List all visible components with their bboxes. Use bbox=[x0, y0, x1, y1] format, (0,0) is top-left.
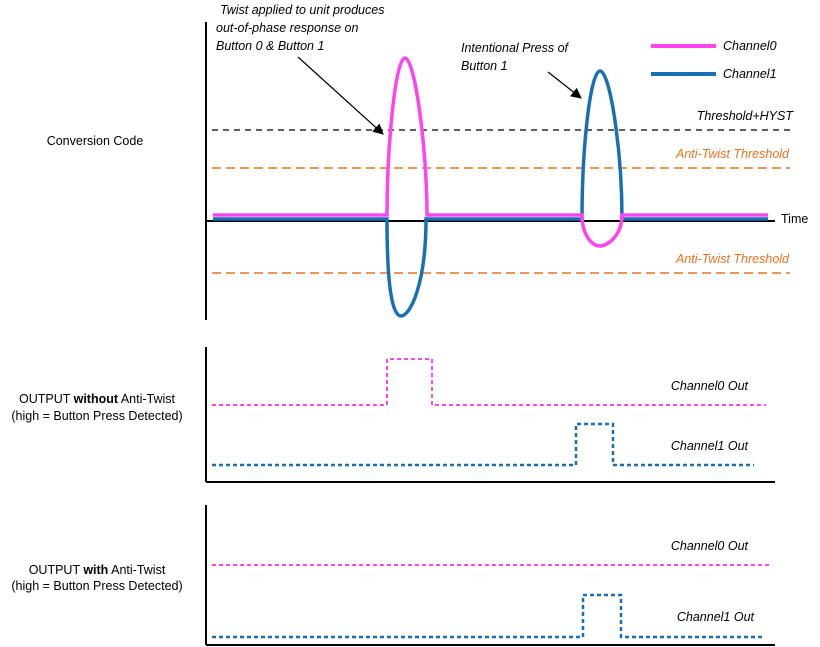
threshold-hyst-label: Threshold+HYST bbox=[697, 109, 795, 123]
press-annotation-line1: Intentional Press of bbox=[461, 41, 570, 55]
bottom-panel-label-line2: (high = Button Press Detected) bbox=[11, 579, 182, 593]
press-annotation-arrow bbox=[547, 71, 582, 99]
bottom-channel0-out-label: Channel0 Out bbox=[671, 539, 749, 553]
top-y-label: Conversion Code bbox=[47, 134, 144, 148]
middle-channel0-out-trace bbox=[212, 358, 766, 406]
channel0-waveform bbox=[213, 56, 768, 248]
legend-channel1-label: Channel1 bbox=[723, 67, 777, 81]
anti-twist-lower-label: Anti-Twist Threshold bbox=[675, 252, 790, 266]
middle-panel-label: OUTPUT without Anti-Twist bbox=[19, 392, 176, 406]
middle-channel1-out-trace bbox=[212, 422, 754, 467]
channel1-waveform bbox=[213, 69, 768, 318]
middle-panel-label-line2: (high = Button Press Detected) bbox=[11, 409, 182, 423]
press-annotation-line2: Button 1 bbox=[461, 59, 508, 73]
output-with-anti-twist-panel: OUTPUT with Anti-Twist (high = Button Pr… bbox=[11, 505, 775, 646]
twist-annotation: Twist applied to unit produces out-of-ph… bbox=[216, 3, 384, 135]
conversion-code-panel: Conversion Code Time Threshold+HYST Anti… bbox=[47, 3, 808, 320]
bottom-channel1-out-label: Channel1 Out bbox=[677, 610, 755, 624]
legend-channel0-label: Channel0 bbox=[723, 39, 777, 53]
twist-annotation-line2: out-of-phase response on bbox=[216, 21, 359, 35]
twist-annotation-line1: Twist applied to unit produces bbox=[220, 3, 384, 17]
output-without-anti-twist-panel: OUTPUT without Anti-Twist (high = Button… bbox=[11, 347, 775, 483]
middle-channel1-out-label: Channel1 Out bbox=[671, 439, 749, 453]
press-annotation: Intentional Press of Button 1 bbox=[461, 41, 582, 99]
middle-channel0-out-label: Channel0 Out bbox=[671, 379, 749, 393]
twist-annotation-line3: Button 0 & Button 1 bbox=[216, 39, 324, 53]
bottom-channel1-out-trace bbox=[212, 593, 762, 639]
bottom-panel-label: OUTPUT with Anti-Twist bbox=[29, 563, 166, 577]
anti-twist-upper-label: Anti-Twist Threshold bbox=[675, 147, 790, 161]
legend: Channel0 Channel1 bbox=[651, 39, 777, 81]
twist-annotation-arrow bbox=[297, 56, 384, 135]
top-x-label: Time bbox=[781, 212, 808, 226]
